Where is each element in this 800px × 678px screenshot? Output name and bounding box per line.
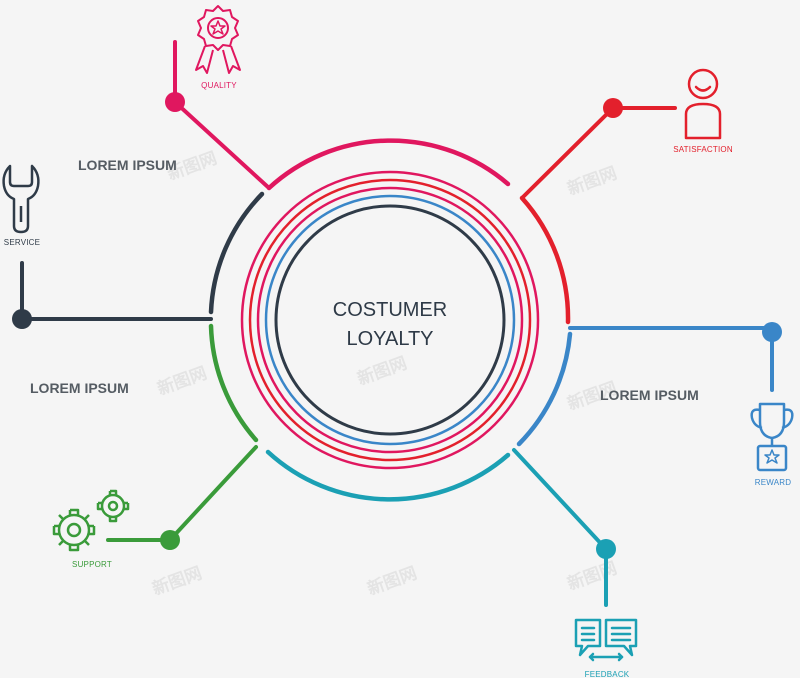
watermark: 新图网 [365, 563, 420, 600]
support-label: SUPPORT [72, 560, 112, 569]
ring-blue [264, 194, 516, 446]
arc-service [208, 191, 265, 315]
outer-arcs [208, 138, 573, 502]
service-label: SERVICE [4, 238, 40, 247]
ring-pink [256, 186, 524, 454]
arc-feedback [265, 449, 511, 502]
arc-satisfaction [519, 195, 571, 325]
wrench-icon [2, 164, 40, 234]
connectors [12, 40, 782, 607]
smiling-person-icon [684, 68, 722, 140]
connector-service [20, 261, 213, 321]
quality-dot [165, 92, 185, 112]
lorem-label-right: LOREM IPSUM [600, 387, 699, 403]
service-dot [12, 309, 32, 329]
reward-label: REWARD [755, 478, 791, 487]
connector-support [106, 445, 258, 542]
award-ribbon-icon [195, 5, 241, 74]
connector-reward [568, 326, 774, 392]
watermark: 新图网 [155, 363, 210, 400]
watermark: 新图网 [355, 353, 410, 390]
watermark: 新图网 [565, 163, 620, 200]
watermark: 新图网 [150, 563, 205, 600]
lorem-label-top-left: LOREM IPSUM [78, 157, 177, 173]
ring-red [248, 178, 532, 462]
watermark: 新图网 [565, 558, 620, 595]
support-dot [160, 530, 180, 550]
trophy-icon [750, 402, 794, 472]
quality-label: QUALITY [201, 81, 237, 90]
arc-support [208, 323, 259, 443]
ring-pink-outer [240, 170, 540, 470]
lorem-label-mid-left: LOREM IPSUM [30, 380, 129, 396]
inner-ring [274, 204, 506, 436]
reward-dot [762, 322, 782, 342]
center-title-line1: COSTUMER [333, 299, 447, 321]
arc-quality [266, 138, 511, 191]
center-title-line2: LOYALTY [346, 328, 433, 350]
chat-bubbles-icon [574, 618, 638, 662]
satisfaction-dot [603, 98, 623, 118]
satisfaction-label: SATISFACTION [673, 145, 733, 154]
center-title: COSTUMER LOYALTY [333, 299, 447, 350]
feedback-dot [596, 539, 616, 559]
gears-icon [52, 489, 130, 552]
feedback-label: FEEDBACK [585, 670, 630, 678]
concentric-rings [240, 170, 540, 470]
arc-reward [516, 331, 573, 447]
